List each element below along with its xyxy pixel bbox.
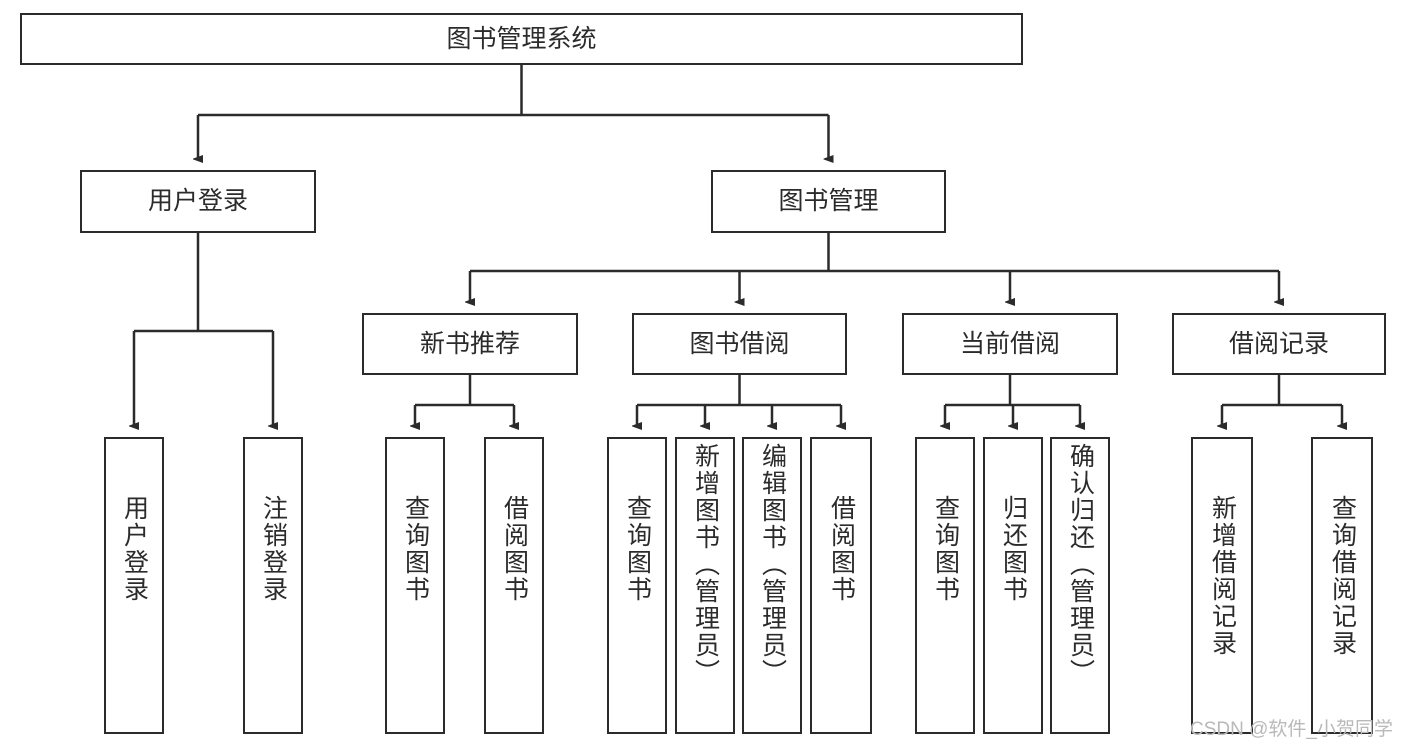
node-label: 查询图书 [401, 495, 430, 603]
node-label: 新增借阅记录 [1208, 495, 1237, 657]
node-label: 确认归还（管理员） [1066, 443, 1095, 686]
node-user-login[interactable]: 用户登录 [80, 170, 316, 233]
node-label: 借阅记录 [1228, 329, 1329, 358]
edge-group [134, 65, 1342, 426]
node-label: 当前借阅 [959, 329, 1060, 358]
node-label: 归还图书 [999, 495, 1028, 603]
node-leaf-bb-borrow[interactable]: 借阅图书 [810, 437, 872, 734]
node-label: 用户登录 [147, 187, 248, 215]
node-new-book-rec[interactable]: 新书推荐 [362, 313, 578, 375]
node-label: 图书管理系统 [446, 24, 597, 53]
node-borrow-record[interactable]: 借阅记录 [1172, 313, 1386, 375]
node-label: 用户登录 [120, 495, 149, 603]
node-leaf-bb-query[interactable]: 查询图书 [607, 437, 667, 734]
node-label: 借阅图书 [827, 495, 856, 603]
node-leaf-bb-edit[interactable]: 编辑图书（管理员） [742, 437, 802, 734]
node-label: 图书管理 [778, 187, 879, 215]
node-label: 查询借阅记录 [1328, 495, 1357, 657]
node-leaf-cb-confirm[interactable]: 确认归还（管理员） [1050, 437, 1110, 734]
node-current-borrow[interactable]: 当前借阅 [902, 313, 1118, 375]
node-leaf-user-login[interactable]: 用户登录 [104, 437, 164, 734]
node-label: 查询图书 [623, 495, 652, 603]
node-leaf-br-query[interactable]: 查询借阅记录 [1311, 437, 1373, 734]
node-leaf-cb-query[interactable]: 查询图书 [915, 437, 975, 734]
watermark: CSDN @软件_小贺同学 [1190, 719, 1393, 740]
node-label: 图书借阅 [689, 329, 790, 358]
node-label: 借阅图书 [500, 495, 529, 603]
node-label: 新增图书（管理员） [691, 443, 720, 686]
node-label: 新书推荐 [419, 329, 520, 358]
node-book-manage[interactable]: 图书管理 [711, 170, 946, 233]
node-root[interactable]: 图书管理系统 [20, 13, 1023, 65]
node-leaf-user-logout[interactable]: 注销登录 [243, 437, 303, 734]
node-label: 查询图书 [931, 495, 960, 603]
node-book-borrow[interactable]: 图书借阅 [632, 313, 847, 375]
node-leaf-rec-borrow[interactable]: 借阅图书 [484, 437, 544, 734]
node-leaf-rec-query[interactable]: 查询图书 [385, 437, 445, 734]
node-label: 编辑图书（管理员） [758, 443, 787, 686]
node-leaf-cb-return[interactable]: 归还图书 [983, 437, 1043, 734]
node-label: 注销登录 [259, 495, 288, 603]
node-leaf-br-add[interactable]: 新增借阅记录 [1191, 437, 1253, 734]
node-leaf-bb-add[interactable]: 新增图书（管理员） [675, 437, 735, 734]
